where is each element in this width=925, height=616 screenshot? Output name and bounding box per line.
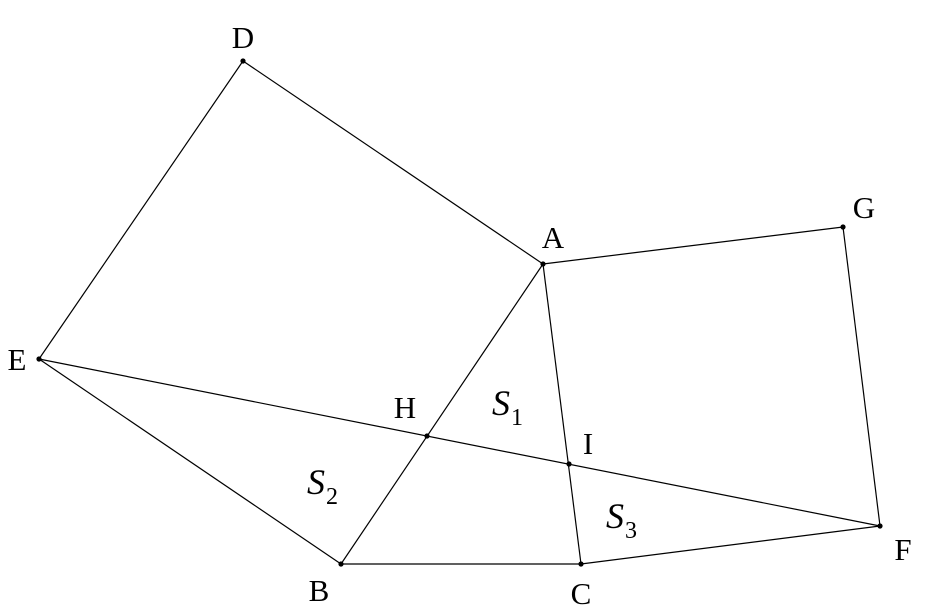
point-label-A: A xyxy=(542,220,565,255)
segments-layer xyxy=(38,60,881,565)
region-label-s1: S1 xyxy=(492,383,523,431)
region-letter: S xyxy=(492,383,510,423)
segment-AG xyxy=(542,226,844,265)
region-label-s2: S2 xyxy=(307,462,338,510)
point-labels-layer: A B C D E F G H I xyxy=(8,20,912,611)
segment-AD xyxy=(242,60,544,265)
point-label-C: C xyxy=(571,576,592,611)
segment-EF xyxy=(38,358,881,527)
point-B xyxy=(338,561,344,567)
point-I xyxy=(566,461,572,467)
point-label-E: E xyxy=(8,342,27,377)
segment-CA xyxy=(542,263,582,565)
point-label-G: G xyxy=(853,190,875,225)
segment-DE xyxy=(38,60,244,360)
point-E xyxy=(36,356,42,362)
region-label-s3: S3 xyxy=(606,496,637,544)
region-subscript: 3 xyxy=(625,518,637,544)
points-layer xyxy=(36,58,883,567)
region-subscript: 2 xyxy=(326,484,338,510)
point-A xyxy=(540,261,546,267)
point-label-I: I xyxy=(583,426,593,461)
point-D xyxy=(240,58,246,64)
region-letter: S xyxy=(307,462,325,502)
point-C xyxy=(578,561,584,567)
point-G xyxy=(840,224,846,230)
point-label-H: H xyxy=(394,390,416,425)
segment-FC xyxy=(580,525,881,565)
point-label-D: D xyxy=(232,20,254,55)
segment-EB xyxy=(38,358,342,565)
point-H xyxy=(424,433,430,439)
point-F xyxy=(877,523,883,529)
point-label-F: F xyxy=(894,532,911,567)
segment-AB xyxy=(340,263,544,565)
point-label-B: B xyxy=(309,573,330,608)
segment-GF xyxy=(842,226,881,527)
region-letter: S xyxy=(606,496,624,536)
region-subscript: 1 xyxy=(511,405,523,431)
